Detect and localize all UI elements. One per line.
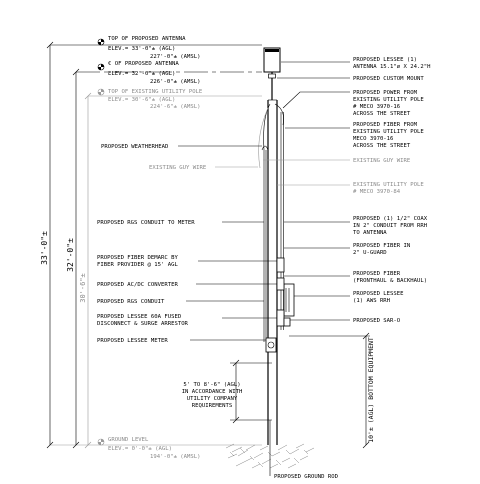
svg-text:ACROSS THE STREET: ACROSS THE STREET (353, 143, 411, 149)
dimension-bottom-equipment (289, 332, 370, 449)
meter (265, 337, 277, 353)
elevation-marker-pole-top (97, 88, 105, 96)
svg-text:PROPOSED AC/DC CONVERTER: PROPOSED AC/DC CONVERTER (97, 282, 178, 288)
callout-proposed-power: PROPOSED POWER FROM EXISTING UTILITY POL… (353, 90, 424, 117)
callout-coax: PROPOSED (1) 1/2" COAX IN 2" CONDUIT FRO… (353, 216, 428, 236)
callout-aws-rrh: PROPOSED LESSEE (1) AWS RRH (353, 291, 404, 304)
dimension-meter-height (230, 359, 272, 424)
svg-text:PROPOSED FIBER FROM: PROPOSED FIBER FROM (353, 122, 418, 128)
svg-text:PROPOSED LESSEE METER: PROPOSED LESSEE METER (97, 338, 168, 344)
elevation-marker-ground (97, 438, 105, 446)
elevation-amsl-antenna-center: 226'-0"± (AMSL) (150, 79, 201, 85)
svg-text:PROPOSED FIBER IN: PROPOSED FIBER IN (353, 243, 410, 249)
ac-dc-converter (276, 277, 285, 291)
elevation-agl-ground: ELEV.= 0'-0"± (AGL) (108, 446, 172, 452)
svg-text:MECO 3970-16: MECO 3970-16 (353, 136, 393, 142)
svg-text:PROPOSED RGS CONDUIT: PROPOSED RGS CONDUIT (97, 299, 165, 305)
svg-text:# MECO 3970-16: # MECO 3970-16 (353, 104, 400, 110)
svg-text:PROPOSED FIBER: PROPOSED FIBER (353, 271, 401, 277)
custom-mount (268, 72, 276, 100)
svg-text:PROPOSED LESSEE 60A FUSED: PROPOSED LESSEE 60A FUSED (97, 314, 182, 320)
dimension-bottom-equipment-label: 10'± (AGL) BOTTOM EQUIPMENT (367, 337, 375, 443)
elevation-title-antenna-center: € OF PROPOSED ANTENNA (108, 61, 179, 67)
elevation-amsl-antenna-top: 227'-0"± (AMSL) (150, 54, 201, 60)
svg-text:(1) AWS RRH: (1) AWS RRH (353, 298, 390, 304)
elevation-title-pole-top: TOP OF EXISTING UTILITY POLE (108, 89, 203, 95)
elevation-lines (50, 44, 262, 446)
callout-existing-utility-pole: EXISTING UTILITY POLE # MECO 3970-84 (353, 182, 424, 195)
callout-ac-dc-converter: PROPOSED AC/DC CONVERTER (97, 282, 178, 288)
svg-text:EXISTING UTILITY POLE: EXISTING UTILITY POLE (353, 129, 424, 135)
meter-note-line-3: UTILITY COMPANY (187, 396, 238, 402)
elevation-title-ground: GROUND LEVEL (108, 437, 149, 443)
elevation-agl-antenna-center: ELEV.= 32'-0"± (AGL) (108, 71, 175, 77)
callout-sar-o: PROPOSED SAR-O (353, 318, 401, 324)
fiber-demarc (276, 257, 285, 273)
callout-lessee-meter: PROPOSED LESSEE METER (97, 338, 168, 344)
dimension-overall-label: 33'-0"± (40, 231, 49, 265)
dimension-pole-label: 30'-6"± (79, 273, 87, 303)
elevation-marker-antenna-center (97, 63, 105, 71)
svg-text:PROPOSED (1) 1/2" COAX: PROPOSED (1) 1/2" COAX (353, 216, 428, 222)
svg-text:# MECO 3970-84: # MECO 3970-84 (353, 189, 401, 195)
meter-note-line-4: REQUIREMENTS (192, 403, 232, 409)
svg-text:FIBER PROVIDER @ 15' AGL: FIBER PROVIDER @ 15' AGL (97, 262, 178, 268)
svg-text:EXISTING UTILITY POLE: EXISTING UTILITY POLE (353, 182, 424, 188)
svg-text:ANTENNA 15.1"ø X 24.2"H: ANTENNA 15.1"ø X 24.2"H (353, 64, 430, 70)
svg-text:PROPOSED SAR-O: PROPOSED SAR-O (353, 318, 401, 324)
svg-text:PROPOSED POWER FROM: PROPOSED POWER FROM (353, 90, 418, 96)
callout-fiber-u-guard: PROPOSED FIBER IN 2" U-GUARD (353, 243, 410, 256)
elevation-marker-antenna-top (97, 38, 105, 46)
elevation-agl-antenna-top: ELEV.= 33'-0"± (AGL) (108, 46, 175, 52)
callout-fused-disconnect: PROPOSED LESSEE 60A FUSED DISCONNECT & S… (97, 314, 189, 327)
right-leaders (263, 61, 350, 321)
weatherhead (261, 145, 269, 151)
svg-text:TO ANTENNA: TO ANTENNA (353, 230, 387, 236)
svg-text:PROPOSED LESSEE (1): PROPOSED LESSEE (1) (353, 57, 417, 63)
callout-weatherhead: PROPOSED WEATHERHEAD (101, 144, 169, 150)
svg-text:ACROSS THE STREET: ACROSS THE STREET (353, 111, 411, 117)
svg-text:PROPOSED CUSTOM MOUNT: PROPOSED CUSTOM MOUNT (353, 76, 424, 82)
antenna (263, 47, 281, 73)
callout-rgs-conduit-meter: PROPOSED RGS CONDUIT TO METER (97, 220, 195, 226)
callout-custom-mount: PROPOSED CUSTOM MOUNT (353, 76, 424, 82)
svg-text:DISCONNECT & SURGE ARRESTOR: DISCONNECT & SURGE ARRESTOR (97, 321, 189, 327)
svg-text:EXISTING GUY WIRE: EXISTING GUY WIRE (149, 165, 207, 171)
elevation-title-antenna-top: TOP OF PROPOSED ANTENNA (108, 36, 186, 42)
svg-text:(FRONTHAUL & BACKHAUL): (FRONTHAUL & BACKHAUL) (353, 278, 427, 284)
utility-pole (267, 99, 278, 445)
dimension-overall (46, 41, 54, 449)
callout-fiber-demarc: PROPOSED FIBER DEMARC BY FIBER PROVIDER … (97, 255, 178, 268)
callout-lessee-antenna: PROPOSED LESSEE (1) ANTENNA 15.1"ø X 24.… (353, 57, 430, 70)
elevation-amsl-pole-top: 224'-6"± (AMSL) (150, 104, 201, 110)
meter-note-line-2: IN ACCORDANCE WITH (182, 389, 243, 395)
callout-rgs-conduit: PROPOSED RGS CONDUIT (97, 299, 165, 305)
svg-text:IN 2" CONDUIT FROM RRH: IN 2" CONDUIT FROM RRH (353, 223, 427, 229)
svg-text:2" U-GUARD: 2" U-GUARD (353, 250, 387, 256)
conduits (263, 112, 284, 342)
svg-text:PROPOSED FIBER DEMARC BY: PROPOSED FIBER DEMARC BY (97, 255, 178, 261)
dimension-center-label: 32'-0"± (66, 238, 75, 272)
callout-proposed-fiber-drop: PROPOSED FIBER FROM EXISTING UTILITY POL… (353, 122, 424, 149)
svg-text:PROPOSED LESSEE: PROPOSED LESSEE (353, 291, 404, 297)
svg-text:PROPOSED WEATHERHEAD: PROPOSED WEATHERHEAD (101, 144, 169, 150)
svg-text:EXISTING UTILITY POLE: EXISTING UTILITY POLE (353, 97, 424, 103)
callout-existing-guy-wire-left: EXISTING GUY WIRE (149, 165, 207, 171)
rrh (283, 283, 295, 317)
meter-note-line-1: 5' TO 8'-6" (AGL) (183, 382, 240, 388)
svg-text:EXISTING GUY WIRE: EXISTING GUY WIRE (353, 158, 411, 164)
elevation-agl-pole-top: ELEV.= 30'-6"± (AGL) (108, 97, 175, 103)
dimension-pole (84, 92, 92, 449)
svg-text:PROPOSED RGS CONDUIT TO METER: PROPOSED RGS CONDUIT TO METER (97, 220, 195, 226)
fused-disconnect (276, 309, 285, 327)
left-leaders (178, 145, 277, 341)
dimension-center (72, 68, 80, 449)
callout-fiber-fronthaul: PROPOSED FIBER (FRONTHAUL & BACKHAUL) (353, 271, 427, 284)
overhead-wires (258, 103, 284, 169)
sar-o (283, 317, 291, 327)
elevation-amsl-ground: 194'-0"± (AMSL) (150, 454, 201, 460)
callout-existing-guy-wire-right: EXISTING GUY WIRE (353, 158, 411, 164)
ground-rod-label: PROPOSED GROUND ROD (274, 474, 339, 480)
